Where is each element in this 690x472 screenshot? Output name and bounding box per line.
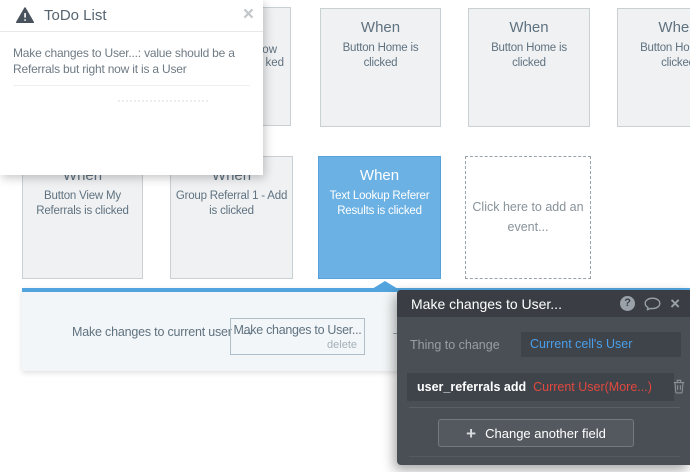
todo-list-panel: ToDo List × Make changes to User...: val…: [0, 0, 263, 175]
field-value-error: Current User(More...): [533, 380, 652, 394]
event-body-line: Button Home is: [342, 42, 419, 54]
trash-icon[interactable]: [673, 379, 685, 394]
event-body-line: Group Referral 1 - Add: [175, 190, 288, 202]
event-box-button-home-1[interactable]: When Button Home is clicked: [320, 8, 441, 127]
event-text-fragment: ked: [265, 57, 284, 69]
event-body-line: clicked: [512, 56, 546, 69]
divider: [409, 456, 680, 457]
todo-list-header: ToDo List ×: [0, 0, 263, 32]
add-event-label-line: event...: [507, 219, 549, 234]
todo-separator: [13, 84, 250, 86]
event-body-line: clicked: [363, 56, 398, 69]
event-body-line: is clicked: [209, 204, 254, 217]
add-event-placeholder[interactable]: Click here to add an event...: [465, 156, 591, 279]
event-when-label: When: [360, 19, 401, 36]
event-body-line: clicked: [661, 56, 690, 69]
event-box-text-lookup-referer-selected[interactable]: When Text Lookup Referer Results is clic…: [318, 156, 441, 279]
event-body-line: Referrals is clicked: [36, 204, 129, 217]
event-body-line: Text Lookup Referer: [329, 190, 430, 202]
event-when-label: When: [359, 167, 400, 184]
field-name: user_referrals add: [417, 380, 527, 394]
field-change-row[interactable]: user_referrals add Current User(More...): [407, 373, 674, 401]
action-step-make-changes-user[interactable]: Make changes to User... delete: [230, 318, 365, 355]
event-body-line: Button View My: [44, 190, 121, 202]
property-editor-title: Make changes to User...: [411, 295, 562, 312]
property-editor-header[interactable]: Make changes to User... ? ×: [397, 290, 690, 317]
todo-issue-line: Referrals but right now it is a User: [13, 62, 187, 77]
plus-icon: +: [466, 423, 477, 443]
warning-icon: [16, 7, 34, 24]
action-step-label: Make changes to User...: [233, 323, 362, 337]
todo-issue-line: Make changes to User...: value should be…: [13, 46, 235, 60]
todo-list-title: ToDo List: [44, 7, 107, 24]
event-body-line: Button Home is: [640, 42, 690, 54]
action-bar-caret: [372, 281, 398, 289]
event-body-line: Button Home is: [491, 42, 567, 54]
event-body-line: Results is clicked: [337, 204, 422, 217]
arrow-right-icon: →: [240, 323, 255, 340]
close-icon[interactable]: ×: [670, 293, 680, 313]
action-step-current-user[interactable]: Make changes to current user: [72, 325, 232, 339]
property-editor-popup: Make changes to User... ? × Thing to cha…: [397, 290, 690, 465]
comment-bubble-icon[interactable]: [644, 297, 661, 311]
todo-issue-item[interactable]: Make changes to User...: value should be…: [13, 45, 263, 78]
change-another-field-button[interactable]: + Change another field: [438, 419, 634, 447]
event-box-button-home-2[interactable]: When Button Home is clicked: [468, 8, 590, 127]
todo-faint-placeholder: [118, 100, 208, 102]
thing-to-change-label: Thing to change: [410, 338, 500, 352]
event-when-label: When: [658, 19, 690, 36]
change-another-field-label: Change another field: [485, 425, 606, 441]
add-event-label-line: Click here to add an: [472, 200, 584, 215]
thing-to-change-value-dropdown[interactable]: Current cell's User: [521, 332, 681, 357]
event-when-label: When: [509, 19, 549, 36]
help-icon[interactable]: ?: [620, 296, 636, 311]
delete-action-link[interactable]: delete: [327, 339, 357, 351]
event-box-button-home-3[interactable]: When Button Home is clicked: [617, 8, 690, 127]
event-text-fragment: ow: [262, 44, 277, 56]
divider: [409, 407, 680, 408]
close-icon[interactable]: ×: [242, 4, 254, 25]
